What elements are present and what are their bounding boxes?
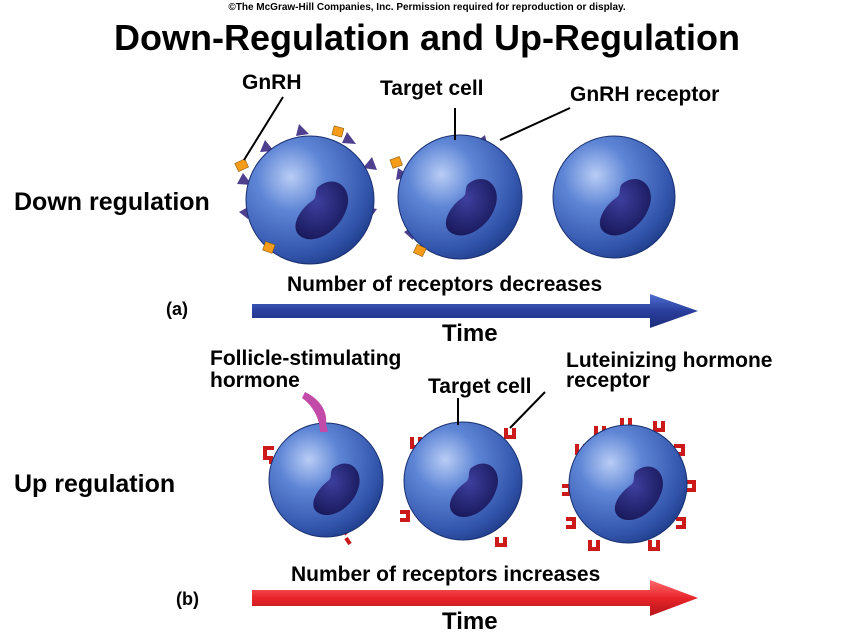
time-arrow-decrease [252, 294, 698, 328]
gnrh-hormone [262, 241, 276, 254]
copyright-notice: ©The McGraw-Hill Companies, Inc. Permiss… [228, 2, 626, 13]
lh-receptor [263, 446, 274, 464]
lh-receptor [676, 517, 686, 529]
up-cell-1 [263, 392, 384, 546]
target-cell-label-b: Target cell [428, 375, 532, 398]
lh-receptor [653, 421, 665, 432]
gnrh-receptor [260, 140, 274, 152]
nucleus [445, 179, 497, 236]
gnrh-receptor-leader-line [499, 107, 571, 141]
gnrh-receptor [363, 157, 377, 170]
lh-receptor [504, 428, 516, 439]
gnrh-hormone [412, 243, 427, 258]
down-regulation-label: Down regulation [14, 188, 210, 216]
gnrh-label: GnRH [242, 71, 302, 94]
time-label-b: Time [442, 608, 498, 635]
down-cell-3 [552, 135, 676, 259]
gnrh-hormone [234, 158, 249, 173]
gnrh-leader-line [243, 96, 284, 161]
nucleus [295, 181, 349, 240]
nucleus [614, 466, 663, 521]
lh-receptor-leader-line [509, 391, 546, 429]
gnrh-receptor-label: GnRH receptor [570, 83, 720, 106]
lh-receptor-label-line1: Luteinizing hormone [566, 349, 773, 372]
up-cell-2 [400, 421, 523, 547]
page-title: Down-Regulation and Up-Regulation [114, 17, 740, 58]
fsh-hormone [302, 392, 328, 432]
time-arrow-increase [252, 580, 698, 616]
lh-receptor [686, 480, 696, 492]
nucleus [313, 463, 360, 516]
nucleus [449, 463, 498, 518]
gnrh-receptor [296, 124, 309, 136]
gnrh-hormone [331, 125, 345, 138]
lh-receptor [400, 510, 410, 522]
fsh-label-line2: hormone [210, 369, 300, 392]
panel-a-letter: (a) [166, 299, 188, 319]
target-cell-label-a: Target cell [380, 77, 484, 100]
arrow-b-text: Number of receptors increases [291, 563, 601, 586]
panel-b-letter: (b) [176, 589, 199, 609]
lh-receptor [495, 537, 507, 547]
nucleus [599, 179, 651, 236]
up-regulation-label: Up regulation [14, 470, 176, 498]
lh-receptor [588, 540, 600, 551]
fsh-label-line1: Follicle-stimulating [210, 347, 402, 370]
gnrh-hormone [389, 156, 403, 169]
lh-receptor-label-line2: receptor [566, 369, 651, 392]
down-cell-1 [234, 124, 377, 265]
lh-receptor [566, 517, 576, 529]
down-cell-2 [389, 134, 523, 260]
gnrh-receptor [342, 132, 356, 144]
time-label-a: Time [442, 320, 498, 347]
up-cell-3 [562, 418, 696, 551]
lh-receptor [648, 540, 660, 551]
arrow-a-text: Number of receptors decreases [287, 273, 603, 296]
